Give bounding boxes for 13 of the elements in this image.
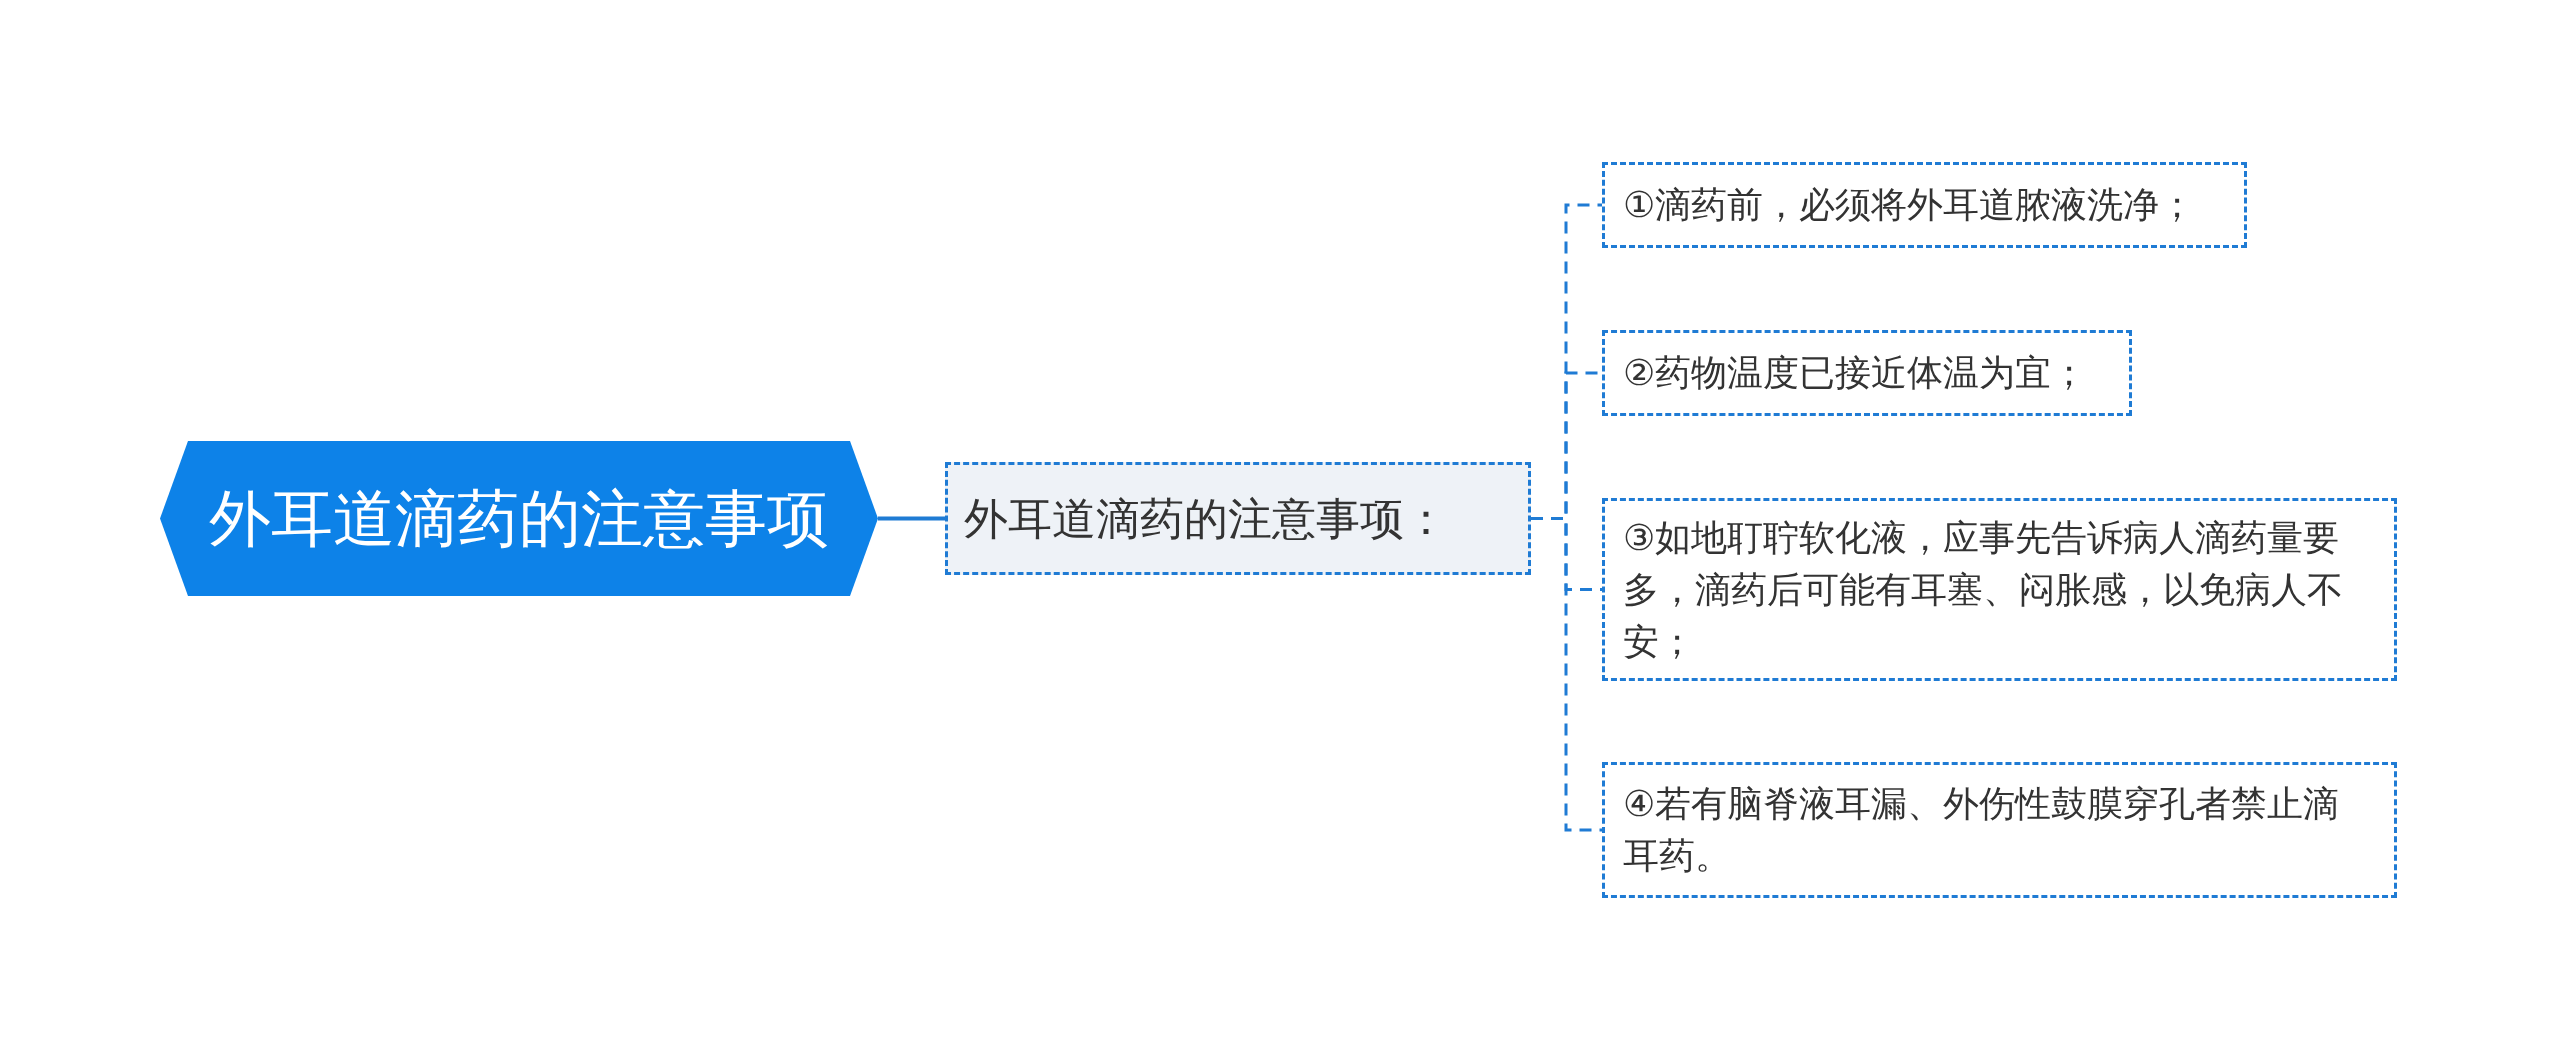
note-text: ②药物温度已接近体温为宜； xyxy=(1623,351,2088,395)
note-text: ①滴药前，必须将外耳道脓液洗净； xyxy=(1623,183,2196,227)
note-box xyxy=(1602,762,2397,898)
note-box xyxy=(1602,330,2132,416)
subtopic-box xyxy=(945,462,1531,575)
topic-title: 外耳道滴药的注意事项 xyxy=(209,481,829,556)
note-text: ④若有脑脊液耳漏、外伤性鼓膜穿孔者禁止滴耳药。 xyxy=(1623,782,2341,878)
note-text: ③如地耵聍软化液，应事先告诉病人滴药量要多，滴药后可能有耳塞、闷胀感，以免病人不安； xyxy=(1623,515,2344,664)
subtopic-text: 外耳道滴药的注意事项： xyxy=(964,491,1448,546)
note-box xyxy=(1602,498,2397,681)
note-box xyxy=(1602,162,2247,248)
connector-line xyxy=(1531,517,1602,832)
connector-line xyxy=(878,516,945,521)
